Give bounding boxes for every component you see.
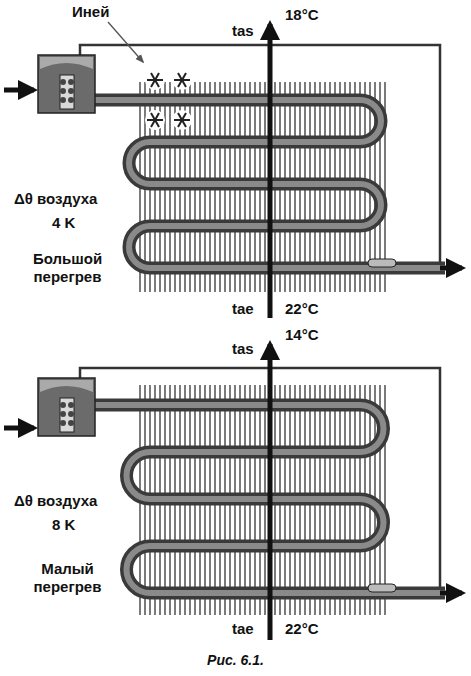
spring-coil [68,97,74,103]
air-outlet-temp: 14°C [285,326,319,344]
snowflake [178,113,186,127]
leader-line [108,22,143,62]
snowflake-ground [172,70,192,90]
superheat-label: Малый перегрев [10,560,125,596]
air-outlet-temp: 18°C [285,6,319,24]
snowflake-ground [145,70,165,90]
snowflake-ground [172,110,192,130]
air-delta-label: Δθ воздуха [14,190,97,208]
snowflake-ground [145,110,165,130]
valve-diaphragm [40,380,93,392]
valve-spring [60,75,74,109]
air-delta-value: 8 K [52,516,75,534]
evaporator-panel [4,344,462,640]
sensing-bulb [368,259,396,267]
valve-diaphragm [40,57,93,69]
spring-coil [68,402,74,408]
figure-caption: Рис. 6.1. [0,652,471,668]
outlet-arrow [440,266,462,271]
air-outlet-temp-name: tas [232,22,254,40]
air-inlet-temp-name: tae [232,620,254,638]
air-flow-arrow [268,344,273,640]
spring-coil [68,420,74,426]
valve-spring [60,398,74,432]
spring-coil [68,79,74,85]
frost [145,70,192,130]
air-inlet-temp-name: tae [232,300,254,318]
spring-coil [60,411,66,417]
air-outlet-temp-name: tas [232,340,254,358]
spring-coil [60,402,66,408]
snowflake [151,73,159,87]
evaporator-panel [4,22,462,318]
sensing-bulb [368,584,396,592]
spring-coil [60,88,66,94]
air-inlet-temp: 22°C [285,620,319,638]
snowflake [151,113,159,127]
valve-body [38,55,95,113]
snowflake [178,113,186,127]
inlet-arrow [4,426,34,431]
snowflake [178,73,186,87]
air-inlet-temp: 22°C [285,300,319,318]
spring-coil [60,97,66,103]
snowflake [151,113,159,127]
inlet-arrow [4,88,34,93]
spring-coil [60,420,66,426]
spring-coil [68,411,74,417]
outlet-arrow [440,591,462,596]
snowflake [178,73,186,87]
superheat-label: Большой перегрев [10,250,125,286]
snowflake [151,73,159,87]
air-flow-arrow [268,24,273,318]
valve-body [38,378,95,436]
expansion-valve [38,55,95,113]
expansion-valve [38,378,95,436]
spring-coil [60,79,66,85]
air-delta-value: 4 K [52,214,75,232]
spring-coil [68,88,74,94]
frost-label: Иней [72,3,109,21]
air-delta-label: Δθ воздуха [14,492,97,510]
